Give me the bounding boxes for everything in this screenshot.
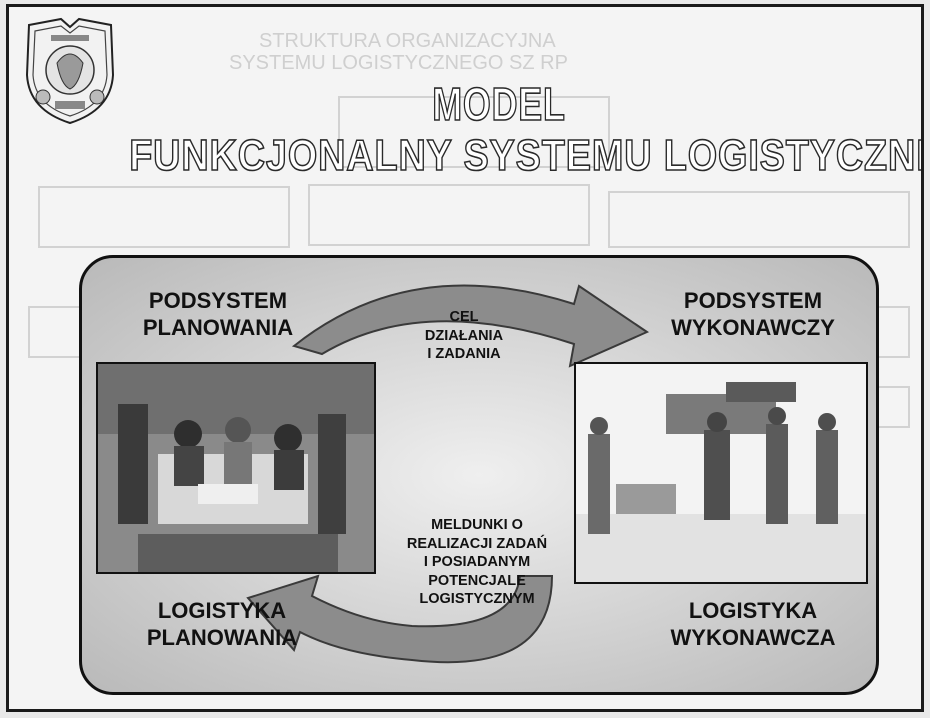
svg-text:STRUKTURA ORGANIZACYJNA: STRUKTURA ORGANIZACYJNA [259,30,556,52]
bottom-arrow-icon [246,574,554,664]
background-ghost-diagram: STRUKTURA ORGANIZACYJNA SYSTEMU LOGISTYC… [28,30,910,428]
cycle-arrows [246,284,650,664]
planning-room-image-icon [98,364,374,572]
page-subtitle: FUNKCJONALNY SYSTEMU LOGISTYCZNEGO [129,131,924,180]
label-cel-dzialania: CEL DZIAŁANIA I ZADANIA [424,309,504,363]
slide: STRUKTURA ORGANIZACYJNA SYSTEMU LOGISTYC… [6,4,924,712]
page-title: MODEL [432,78,566,130]
label-podsystem-planowania: PODSYSTEM PLANOWANIA [142,288,294,340]
top-arrow-icon [291,284,650,368]
label-meldunki: MELDUNKI O REALIZACJI ZADAŃ I POSIADANYM… [406,517,548,608]
label-logistyka-planowania: LOGISTYKA PLANOWANIA [146,598,298,650]
title-block: MODEL FUNKCJONALNY SYSTEMU LOGISTYCZNEGO [69,78,924,180]
functional-model-panel: PODSYSTEM PLANOWANIA PODSYSTEM WYKONAWCZ… [79,255,879,695]
field-soldiers-photo [574,362,868,584]
field-soldiers-image-icon [576,364,866,582]
emblem-logo-icon [25,17,115,125]
label-podsystem-wykonawczy: PODSYSTEM WYKONAWCZY [671,288,835,340]
svg-text:SYSTEMU LOGISTYCZNEGO SZ RP: SYSTEMU LOGISTYCZNEGO SZ RP [229,52,568,74]
label-logistyka-wykonawcza: LOGISTYKA WYKONAWCZA [670,598,836,650]
planning-room-photo [96,362,376,574]
